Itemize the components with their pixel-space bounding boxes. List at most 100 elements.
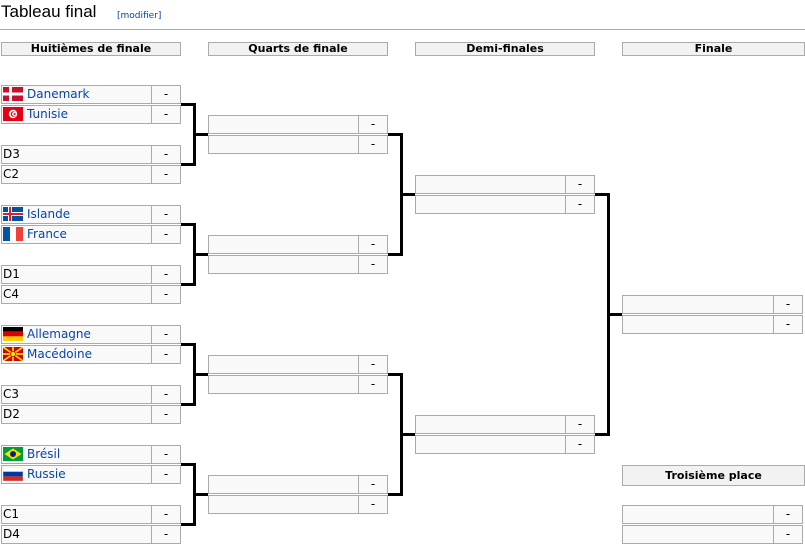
bracket-connector <box>193 493 208 496</box>
round-of-16-row: Macédoine - <box>1 345 181 364</box>
team-link[interactable]: Russie <box>27 467 66 481</box>
score-cell: - <box>358 136 387 153</box>
edit-link[interactable]: [modifier] <box>117 11 162 21</box>
team-link[interactable]: Allemagne <box>27 327 91 341</box>
quarter-final-row: - <box>208 135 388 154</box>
denmark-flag-icon <box>3 87 23 101</box>
score-cell: - <box>151 86 180 103</box>
score-cell: - <box>358 256 387 273</box>
team-label: C2 <box>3 167 20 181</box>
russia-flag-icon <box>2 466 24 482</box>
iceland-flag-icon <box>3 207 23 221</box>
score-cell: - <box>151 286 180 303</box>
bracket-connector <box>400 193 415 196</box>
team-cell <box>623 296 773 313</box>
round-of-16-row: Brésil - <box>1 445 181 464</box>
team-cell <box>209 476 358 493</box>
header-semi-finals: Demi-finales <box>415 42 595 56</box>
semi-final-row: - <box>415 175 595 194</box>
score-cell: - <box>358 376 387 393</box>
team-cell <box>623 316 773 333</box>
round-of-16-row: Allemagne - <box>1 325 181 344</box>
bracket-connector <box>388 133 402 136</box>
bracket-connector <box>193 373 208 376</box>
round-of-16-row: C1 - <box>1 505 181 524</box>
quarter-final-row: - <box>208 495 388 514</box>
team-cell: C3 <box>2 386 151 403</box>
score-cell: - <box>358 496 387 513</box>
score-cell: - <box>151 346 180 363</box>
team-link[interactable]: Macédoine <box>27 347 92 361</box>
team-label: D3 <box>3 147 20 161</box>
bracket-connector <box>181 403 195 406</box>
header-round-of-16: Huitièmes de finale <box>1 42 181 56</box>
score-cell: - <box>151 446 180 463</box>
round-of-16-row: France- <box>1 225 181 244</box>
score-cell: - <box>565 416 594 433</box>
team-cell <box>623 506 773 523</box>
score-cell: - <box>773 316 802 333</box>
round-of-16-row: Russie - <box>1 465 181 484</box>
third-place-row: - <box>622 505 803 524</box>
team-cell <box>416 416 565 433</box>
score-cell: - <box>773 296 802 313</box>
team-label: D1 <box>3 267 20 281</box>
team-link[interactable]: Brésil <box>27 447 61 461</box>
team-cell: D1 <box>2 266 151 283</box>
team-cell <box>416 436 565 453</box>
score-cell: - <box>358 116 387 133</box>
bracket-connector <box>181 163 195 166</box>
team-cell: D2 <box>2 406 151 423</box>
quarter-final-row: - <box>208 235 388 254</box>
team-cell <box>209 256 358 273</box>
quarter-final-row: - <box>208 475 388 494</box>
semi-final-row: - <box>415 435 595 454</box>
team-cell <box>416 196 565 213</box>
round-of-16-row: C3- <box>1 385 181 404</box>
score-cell: - <box>565 176 594 193</box>
score-cell: - <box>151 326 180 343</box>
final-row: - <box>622 295 803 314</box>
bracket-connector <box>400 433 415 436</box>
score-cell: - <box>151 526 180 543</box>
team-cell <box>209 136 358 153</box>
team-cell <box>623 526 773 543</box>
page-title: Tableau final <box>1 2 97 21</box>
round-of-16-row: C4- <box>1 285 181 304</box>
score-cell: - <box>151 386 180 403</box>
team-link[interactable]: Danemark <box>27 87 90 101</box>
team-cell <box>209 356 358 373</box>
final-row: - <box>622 315 803 334</box>
team-cell: C1 <box>2 506 151 523</box>
score-cell: - <box>151 166 180 183</box>
team-label: D4 <box>3 527 20 541</box>
header-final: Finale <box>622 42 805 56</box>
round-of-16-row: Tunisie - <box>1 105 181 124</box>
semi-final-row: - <box>415 415 595 434</box>
bracket-connector <box>181 523 195 526</box>
score-cell: - <box>151 106 180 123</box>
bracket-connector <box>607 313 622 316</box>
title-divider <box>0 29 805 30</box>
macedonia-flag-icon <box>2 346 24 362</box>
team-link[interactable]: Tunisie <box>27 107 69 121</box>
header-quarter-finals: Quarts de finale <box>208 42 388 56</box>
bracket-connector <box>193 133 208 136</box>
score-cell: - <box>358 356 387 373</box>
team-cell <box>209 376 358 393</box>
france-flag-icon <box>3 227 23 241</box>
score-cell: - <box>358 476 387 493</box>
score-cell: - <box>151 466 180 483</box>
tunisia-flag-icon <box>3 107 23 121</box>
team-cell: Islande <box>2 206 151 223</box>
team-label: D2 <box>3 407 20 421</box>
quarter-final-row: - <box>208 255 388 274</box>
team-link[interactable]: France <box>27 227 67 241</box>
score-cell: - <box>151 506 180 523</box>
team-cell: Macédoine <box>2 346 151 363</box>
team-label: C1 <box>3 507 20 521</box>
team-link[interactable]: Islande <box>27 207 71 221</box>
round-of-16-row: D4 - <box>1 525 181 544</box>
round-of-16-row: Islande - <box>1 205 181 224</box>
score-cell: - <box>151 206 180 223</box>
